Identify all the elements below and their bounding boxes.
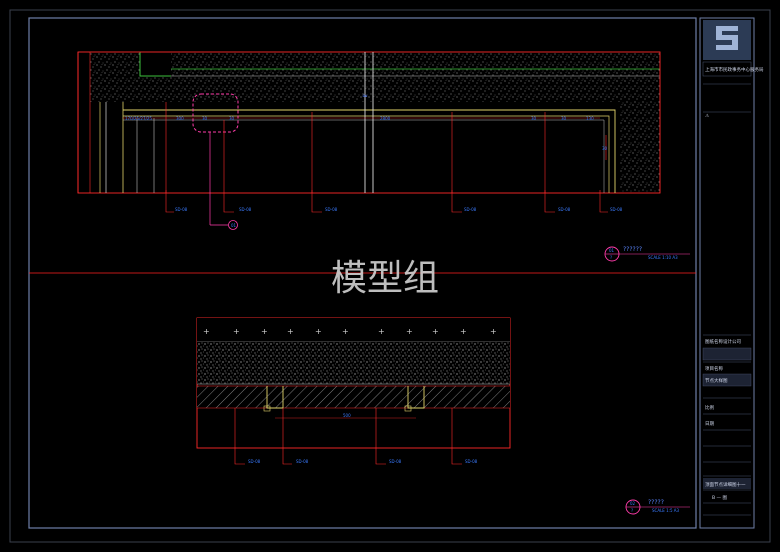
title-block-frame xyxy=(699,17,755,529)
svg-text:≈: ≈ xyxy=(362,92,368,100)
section-1-detail: ≈ 170/25/27/25 300 30 30 2800 30 30 130 … xyxy=(77,51,690,262)
svg-text:+: + xyxy=(203,327,210,336)
dim-top-5: 2800 xyxy=(380,116,391,121)
callout-top-6: SD-08 xyxy=(610,207,623,212)
dim-top-3: 30 xyxy=(202,116,208,121)
section-1-tag-bot: ? xyxy=(610,255,612,260)
tb-drawing-title: 顶面节点详细图十一 xyxy=(705,481,746,488)
svg-text:+: + xyxy=(460,327,467,336)
svg-text:+: + xyxy=(490,327,497,336)
callout-top-5: SD-08 xyxy=(558,207,571,212)
dim-top-1: 170/25/27/25 xyxy=(125,116,152,121)
svg-text:⚠: ⚠ xyxy=(705,113,709,119)
tb-row-e: 日期 xyxy=(705,421,714,427)
dim-bottom: 500 xyxy=(343,413,351,418)
tb-project-line: 上海市市民政事务中心服务局 xyxy=(705,66,764,73)
svg-text:01: 01 xyxy=(231,223,237,228)
tb-sheet-no: B — 图 xyxy=(712,495,727,501)
section-2-tag-top: 02 xyxy=(630,501,636,506)
tb-row-c: 节点大样图 xyxy=(705,377,728,384)
callout-top-4: SD-08 xyxy=(464,207,477,212)
dim-top-4: 30 xyxy=(229,116,235,121)
svg-text:+: + xyxy=(432,327,439,336)
tb-row-a: 图纸名称设计公司 xyxy=(705,338,741,345)
section-2-tag-bot: ? xyxy=(631,508,633,513)
section-1-scale: SCALE 1:10 A3 xyxy=(648,255,678,260)
callout-top-1: SD-08 xyxy=(175,207,188,212)
dim-top-6: 30 xyxy=(531,116,537,121)
svg-text:+: + xyxy=(287,327,294,336)
svg-text:+: + xyxy=(342,327,349,336)
tb-row-d: 比例 xyxy=(705,404,714,411)
svg-text:+: + xyxy=(315,327,322,336)
svg-text:+: + xyxy=(261,327,268,336)
section-2-detail: +++ +++ +++ ++ 500 SD-08 SD-08 SD-08 SD xyxy=(196,317,690,515)
svg-text:30: 30 xyxy=(602,146,608,151)
svg-text:+: + xyxy=(406,327,413,336)
svg-text:+: + xyxy=(378,327,385,336)
dim-top-7: 30 xyxy=(561,116,567,121)
section-1-tag-top: 01 xyxy=(609,248,615,253)
svg-text:+: + xyxy=(233,327,240,336)
dim-top-2: 300 xyxy=(176,116,184,121)
watermark-text: 模型组 xyxy=(331,258,439,299)
outer-sheet-border xyxy=(9,9,771,543)
callout-bottom-4: SD-08 xyxy=(465,459,478,464)
callout-top-2: SD-08 xyxy=(239,207,252,212)
callout-top-3: SD-08 xyxy=(325,207,338,212)
section-1-title: ?????? xyxy=(623,246,642,253)
callout-bottom-3: SD-08 xyxy=(389,459,402,464)
title-block: 上海市市民政事务中心服务局 ⚠ 图纸名称设计公司 项目名称 节点大样图 比例 日… xyxy=(702,20,764,516)
tb-row-b: 项目名称 xyxy=(705,365,723,372)
callout-bottom-1: SD-08 xyxy=(248,459,261,464)
section-2-title: ????? xyxy=(648,499,664,506)
detail-callout-box xyxy=(192,93,239,133)
dim-top-8: 130 xyxy=(586,116,594,121)
callout-bottom-2: SD-08 xyxy=(296,459,309,464)
section-2-scale: SCALE 1:5 A3 xyxy=(652,508,680,513)
